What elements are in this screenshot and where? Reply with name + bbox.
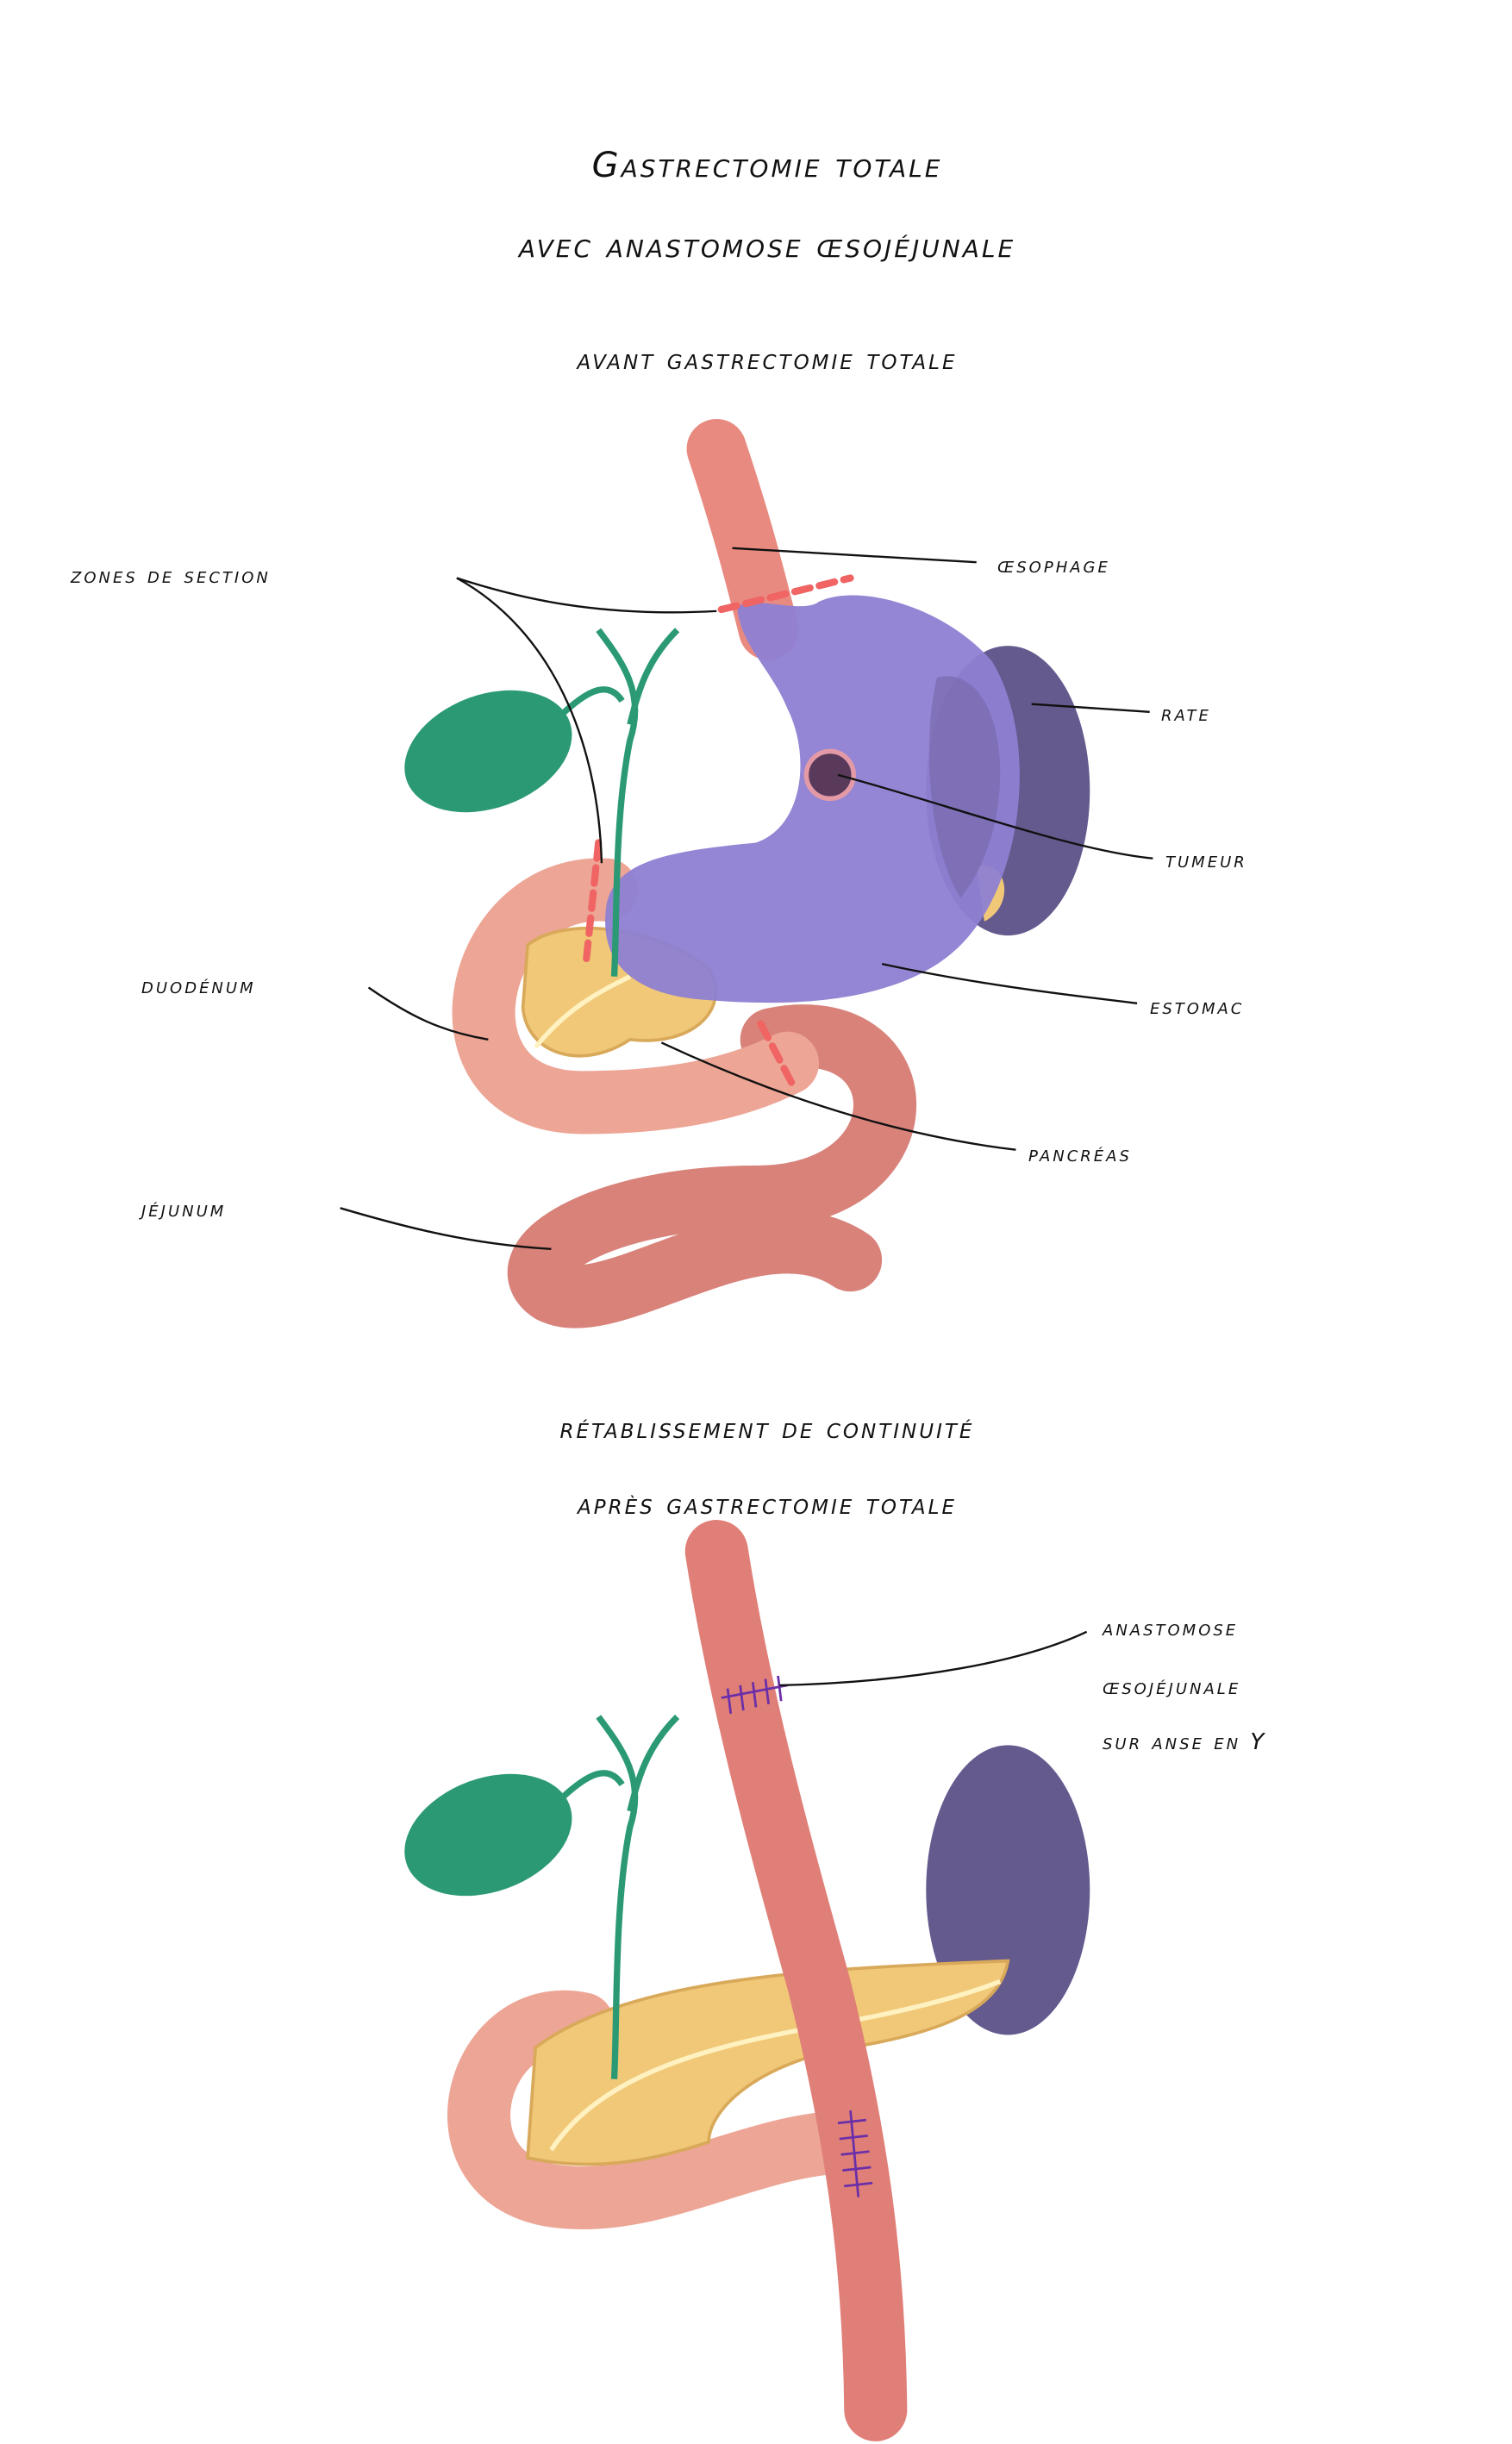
section-line-jejunum [757, 1020, 799, 1094]
tumor [803, 748, 856, 802]
pancreatic-duct [534, 974, 632, 1049]
oesophagus-jejunal-loop [684, 1520, 908, 2441]
label-anastomose-1: anastomose [1102, 1616, 1238, 1641]
leader-duodenum [367, 986, 489, 1041]
anastomosis-staples-bottom [837, 2110, 873, 2197]
leader-jejunum [340, 1207, 552, 1250]
section-line-esophagus [717, 574, 854, 614]
label-anastomose-2: œsojéjunale [1103, 1674, 1240, 1700]
after-illustration [404, 1520, 1090, 2441]
anastomosis-staples-top [721, 1675, 788, 1714]
label-anastomose-3: sur anse en Y [1103, 1729, 1266, 1755]
bile-duct [548, 628, 680, 977]
label-rate: rate [1161, 701, 1211, 727]
leader-anastomose [779, 1630, 1088, 1687]
stomach [605, 595, 1020, 1003]
leader-rate [1031, 703, 1150, 713]
leader-zones-1 [456, 577, 717, 614]
leader-pancreas [660, 1041, 1016, 1151]
label-pancreas: pancréas [1028, 1141, 1132, 1167]
jejunum [508, 1004, 916, 1328]
gallbladder [404, 690, 572, 813]
after-heading-line-2: après gastrectomie totale [576, 1487, 957, 1521]
gallbladder [404, 1773, 572, 1897]
label-tumeur: tumeur [1165, 847, 1247, 873]
leader-tumeur [837, 773, 1153, 859]
after-heading-line-1: rétablissement de continuité [560, 1411, 975, 1445]
title-line-2: avec anastomose œsojéjunale [517, 226, 1015, 266]
leader-estomac [881, 962, 1138, 1004]
before-heading: avant gastrectomie totale [576, 342, 958, 376]
label-oesophage: œsophage [997, 553, 1110, 578]
section-line-duodenum [582, 839, 603, 968]
bile-duct [548, 1714, 680, 2079]
label-jejunum: jéjunum [139, 1197, 226, 1222]
before-illustration [340, 418, 1153, 1328]
spleen-overlap [928, 676, 1001, 898]
duodenum [452, 858, 820, 1134]
duodenum-jejunum-anastomosis [447, 1990, 883, 2229]
label-estomac: estomac [1150, 994, 1244, 1020]
label-zones-de-section: zones de section [70, 563, 271, 589]
title-line-1: Gastrectomie totale [592, 146, 943, 185]
leader-oesophage [732, 547, 977, 564]
label-duodenum: duodénum [141, 973, 256, 999]
leader-zones-2 [456, 577, 603, 864]
